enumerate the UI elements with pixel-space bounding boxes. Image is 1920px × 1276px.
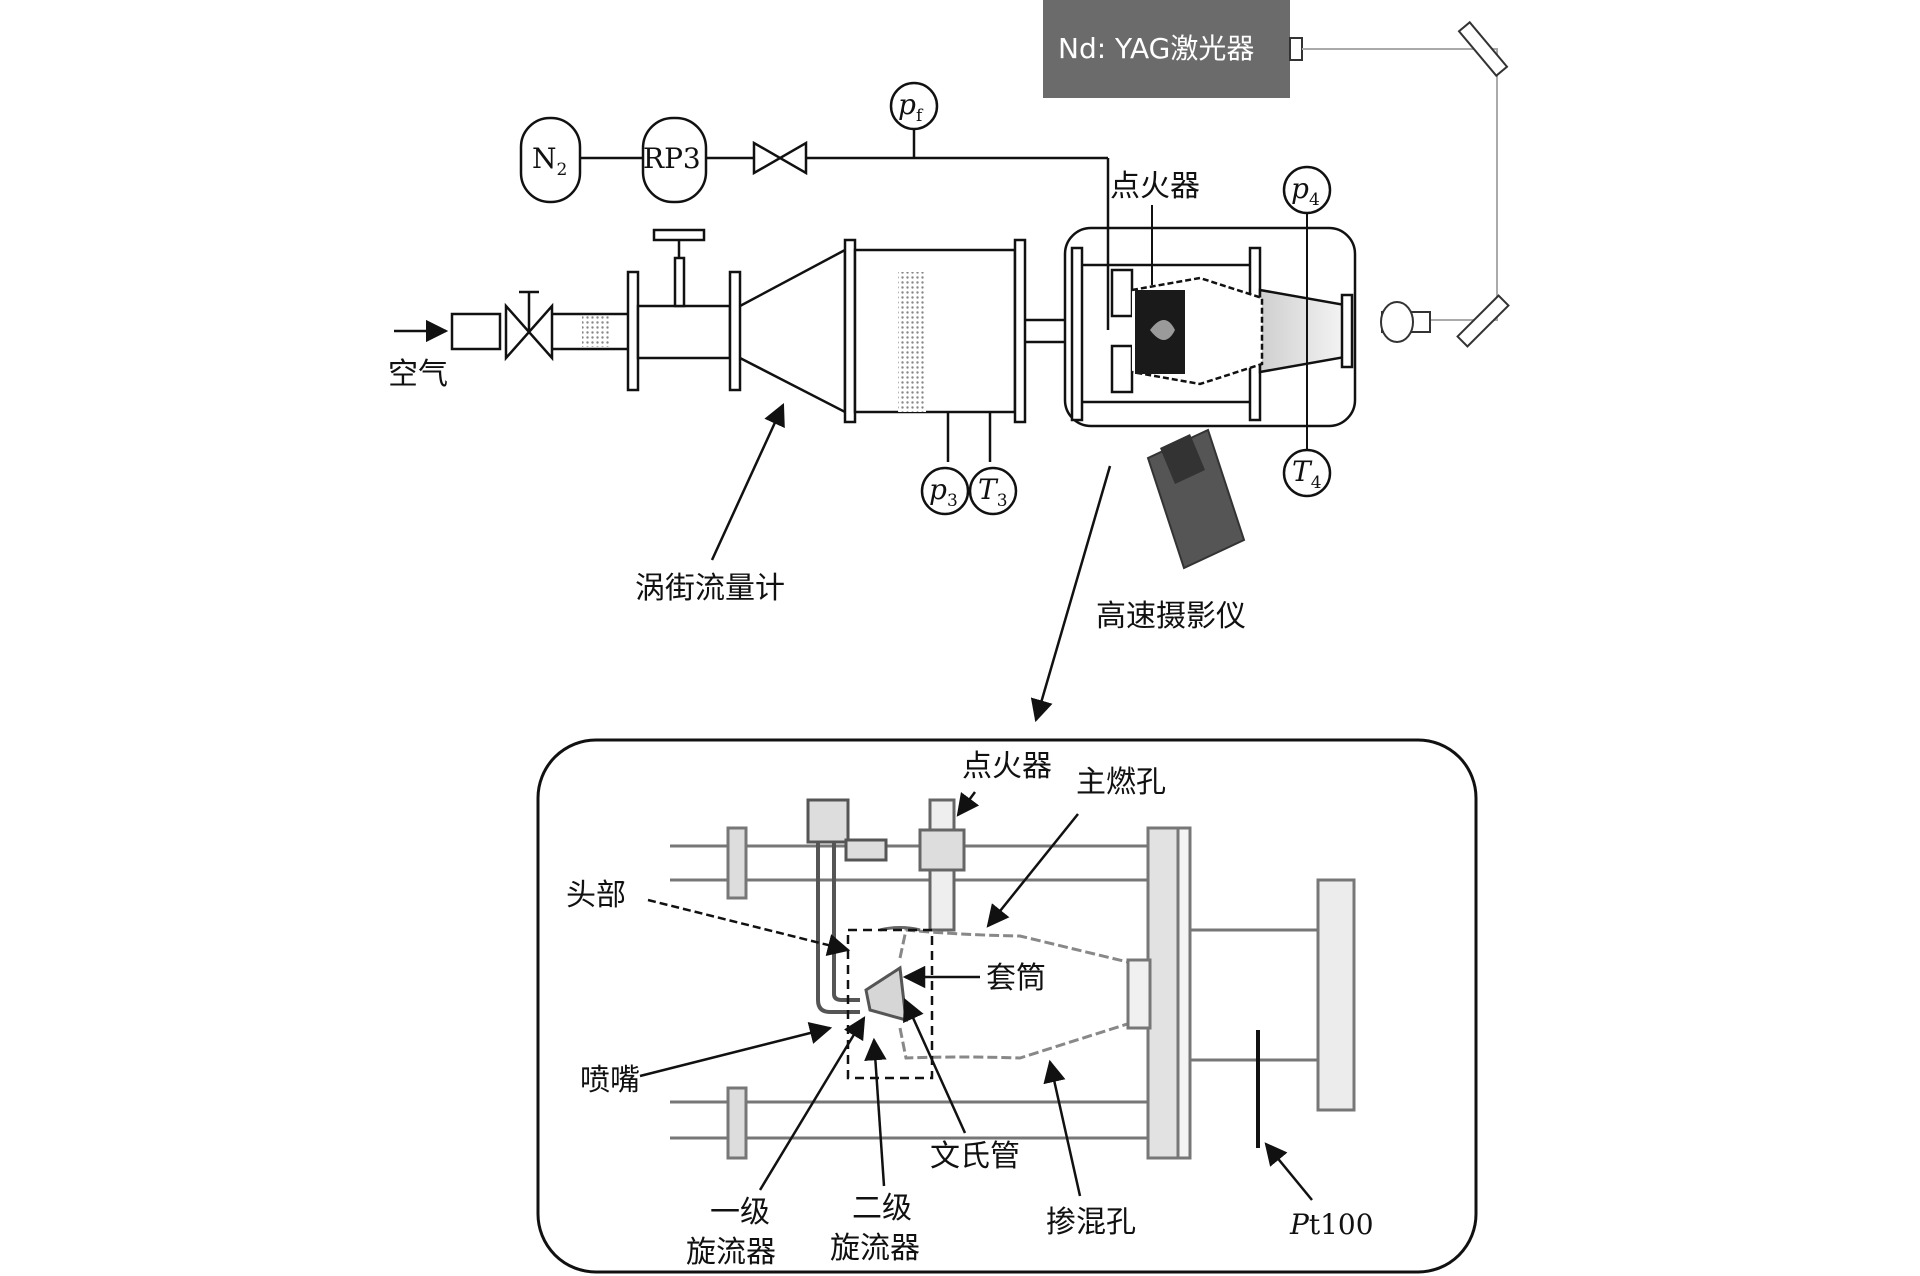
head-region-box [846, 928, 934, 1080]
detail-venturi-label: 文氏管 [930, 1139, 1020, 1174]
p4-sensor: p4 [1282, 165, 1332, 450]
svg-text:pf: pf [898, 88, 924, 126]
detail-dilution-hole-label: 掺混孔 [1046, 1205, 1136, 1240]
detail-secondary-swirler-line2: 旋流器 [830, 1231, 920, 1266]
t4-sensor: T4 [1282, 448, 1332, 498]
high-speed-camera-icon [1146, 428, 1246, 570]
detail-head-label: 头部 [566, 878, 626, 913]
mirror-top-icon [1457, 20, 1509, 78]
pf-sensor: pf [889, 81, 939, 131]
plenum-section [843, 238, 1065, 462]
detail-nozzle-label: 喷嘴 [580, 1063, 640, 1098]
detail-sleeve-label: 套筒 [986, 961, 1046, 996]
svg-text:T4: T4 [1292, 455, 1322, 493]
svg-text:p4: p4 [1291, 172, 1320, 210]
n2-sub: 2 [557, 160, 568, 180]
svg-text:T3: T3 [978, 473, 1008, 511]
svg-text:N2: N2 [532, 142, 567, 180]
detail-pt100-label: Pt100 [1289, 1208, 1374, 1241]
p3-sensor: p3 [920, 466, 970, 516]
detail-igniter-label: 点火器 [962, 749, 1052, 784]
laser-label: Nd: YAG激光器 [1058, 32, 1254, 65]
laser-unit: Nd: YAG激光器 [1043, 0, 1510, 348]
rp3-label: RP3 [643, 142, 701, 175]
inlet-pipe [450, 290, 630, 362]
n2-tank: N2 [519, 116, 582, 204]
t3-sensor: T3 [968, 466, 1018, 516]
air-inlet: 空气 [388, 319, 449, 392]
test-chamber [1063, 226, 1357, 428]
high-speed-camera-label: 高速摄影仪 [1096, 599, 1246, 634]
igniter-label-top: 点火器 [1110, 169, 1200, 204]
mirror-bottom-icon [1456, 294, 1510, 348]
laser-box [1043, 0, 1290, 98]
detail-primary-hole-label: 主燃孔 [1076, 765, 1166, 800]
detail-drawing [670, 798, 1356, 1160]
n2-main: N [532, 142, 557, 175]
vortex-flowmeter-section [626, 228, 847, 415]
air-label: 空气 [388, 357, 448, 392]
vortex-flowmeter-label: 涡街流量计 [635, 571, 785, 606]
detail-primary-swirler-line2: 旋流器 [686, 1235, 776, 1270]
fuel-line [580, 129, 1110, 330]
detail-secondary-swirler-line1: 二级 [852, 1191, 912, 1226]
svg-text:p3: p3 [929, 473, 958, 511]
rp3-tank: RP3 [641, 116, 708, 204]
detail-primary-swirler-line1: 一级 [710, 1195, 770, 1230]
